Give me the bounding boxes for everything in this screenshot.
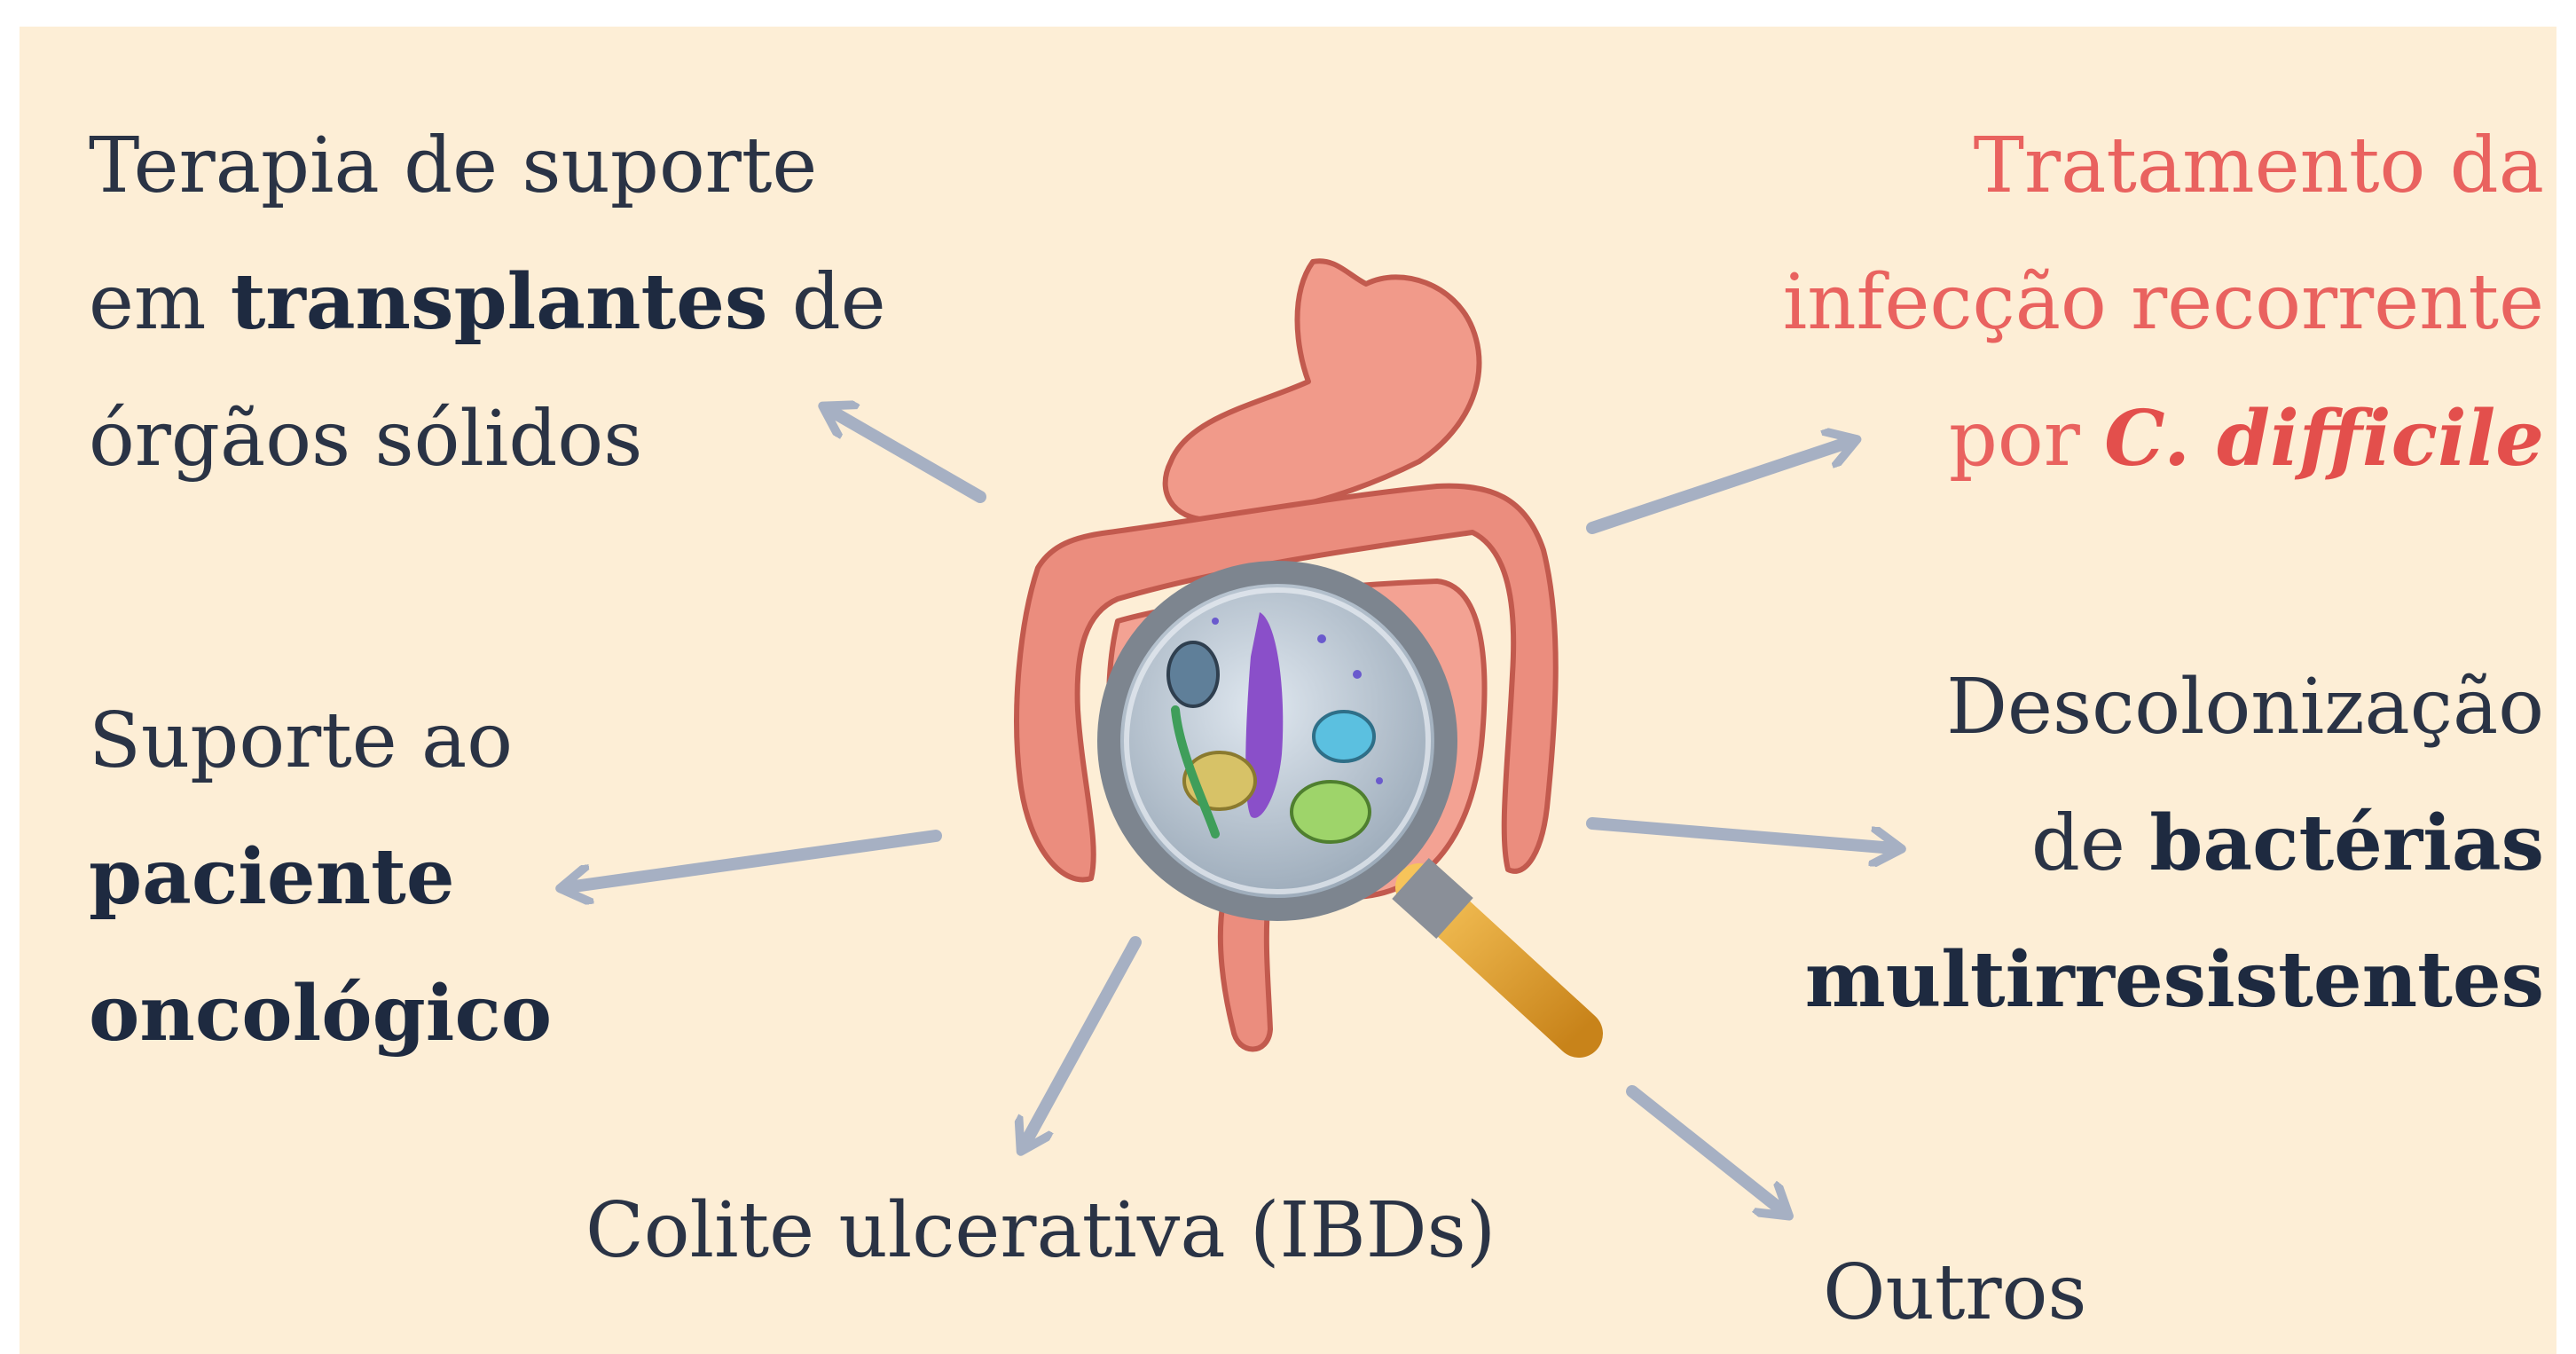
arrow-to-bottom-right bbox=[1626, 1085, 1783, 1211]
label-bold: C. difficile bbox=[2104, 394, 2544, 484]
label-bold: paciente bbox=[89, 832, 455, 922]
label-text: de bbox=[767, 258, 886, 347]
arrow-to-bottom bbox=[1025, 936, 1142, 1145]
label-text: de bbox=[2030, 799, 2150, 888]
label-line: multirresistentes bbox=[1805, 912, 2544, 1049]
label-others: Outros bbox=[1823, 1248, 2087, 1337]
label-mdr-decolonization: Descolonização de bactérias multirresist… bbox=[1805, 639, 2544, 1049]
label-solid-organ-transplant: Terapia de suporte em transplantes de ór… bbox=[89, 98, 886, 508]
arrow-to-top-right bbox=[1586, 442, 1850, 534]
label-line: em transplantes de bbox=[89, 234, 886, 371]
label-line: de bactérias bbox=[1805, 775, 2544, 912]
arrow-to-mid-right bbox=[1586, 817, 1894, 848]
bacteria-icon bbox=[1166, 612, 1383, 844]
label-c-difficile-treatment: Tratamento da infecção recorrente por C.… bbox=[1783, 98, 2544, 508]
label-bold: oncológico bbox=[89, 969, 553, 1059]
label-text: em bbox=[89, 258, 231, 347]
label-line: Suporte ao bbox=[89, 697, 514, 785]
label-bold: bactérias bbox=[2149, 799, 2544, 888]
label-line: Terapia de suporte bbox=[89, 122, 818, 210]
label-line: Tratamento da bbox=[1973, 122, 2544, 210]
arrows bbox=[568, 410, 1894, 1211]
label-line: por C. difficile bbox=[1783, 371, 2544, 508]
label-bold: multirresistentes bbox=[1804, 935, 2544, 1025]
label-bold: transplantes bbox=[230, 257, 768, 347]
arrow-to-top-left bbox=[829, 410, 986, 503]
label-line: Descolonização bbox=[1946, 663, 2544, 752]
label-ulcerative-colitis: Colite ulcerativa (IBDs) bbox=[585, 1186, 1496, 1275]
label-text: por bbox=[1948, 395, 2105, 484]
label-line: oncológico bbox=[89, 946, 552, 1082]
label-line: paciente bbox=[89, 809, 552, 946]
label-line: órgãos sólidos bbox=[89, 395, 643, 484]
magnifier-icon bbox=[1097, 561, 1603, 1058]
label-line: infecção recorrente bbox=[1782, 258, 2544, 347]
label-oncology-support: Suporte ao paciente oncológico bbox=[89, 673, 552, 1082]
arrow-to-mid-left bbox=[568, 830, 942, 887]
